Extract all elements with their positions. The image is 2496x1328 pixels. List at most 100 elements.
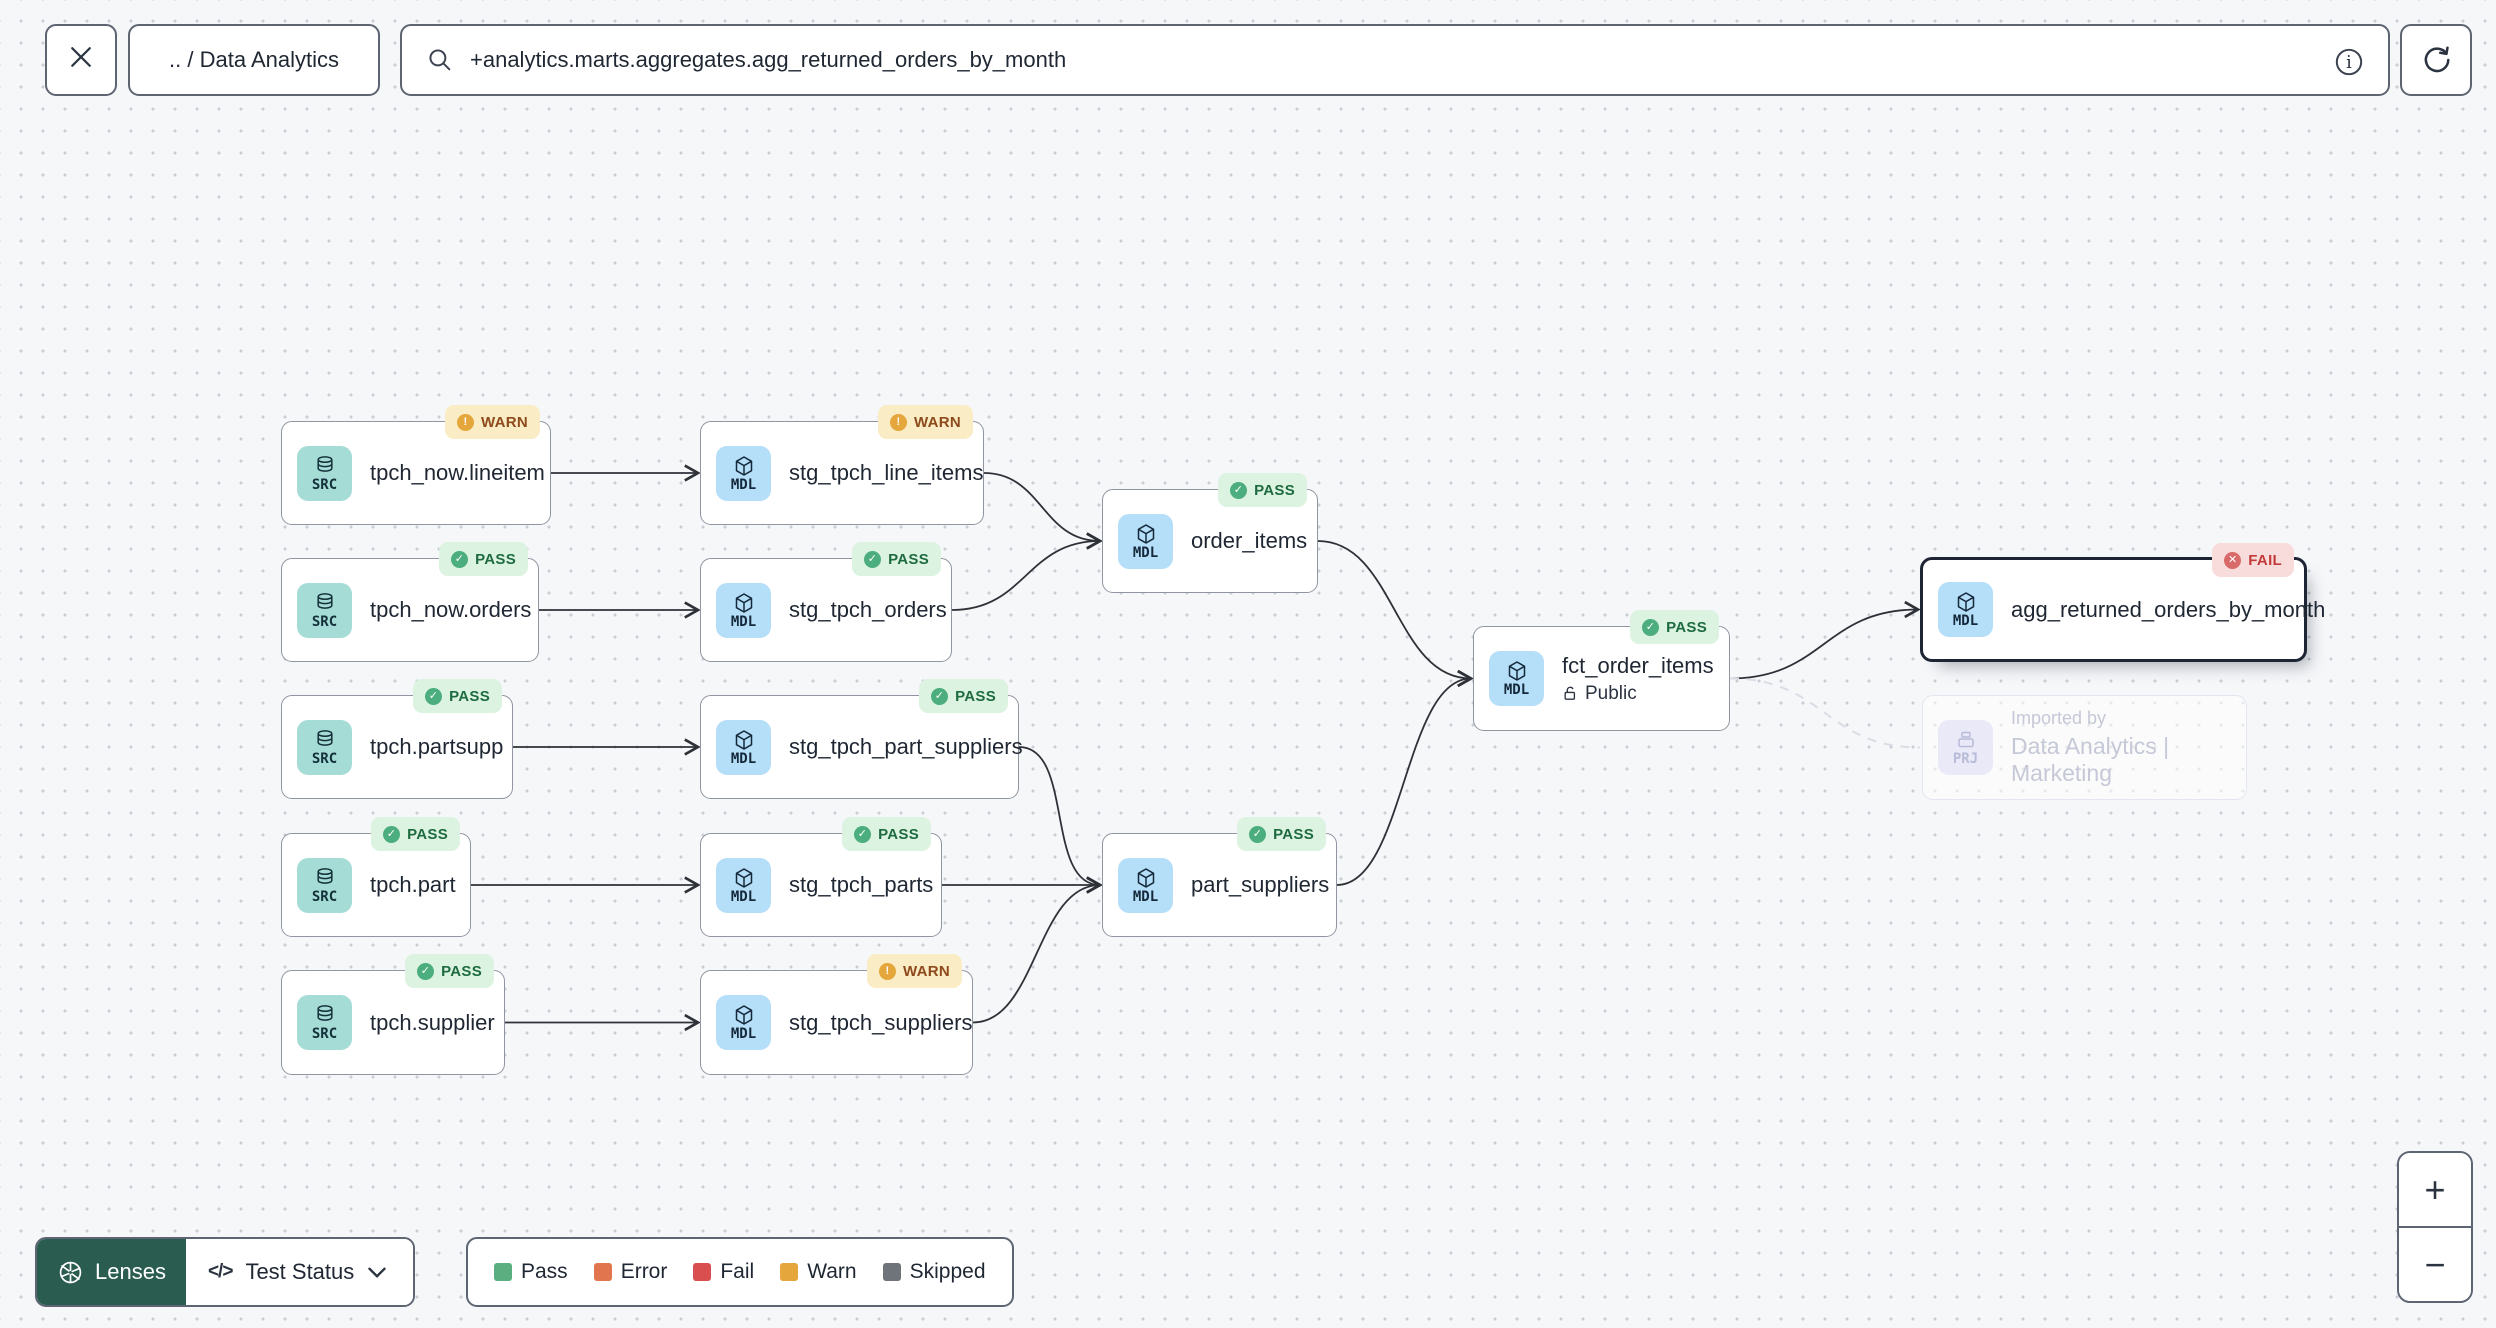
status-badge-fail: ✕FAIL <box>2212 543 2294 577</box>
info-icon[interactable]: i <box>2332 45 2366 85</box>
database-icon <box>313 454 337 478</box>
close-button[interactable] <box>45 24 117 96</box>
legend-item-fail: Fail <box>693 1260 754 1284</box>
refresh-button[interactable] <box>2400 24 2472 96</box>
breadcrumb-label: .. / Data Analytics <box>169 47 339 72</box>
node-sublabel: Data Analytics | Marketing <box>2011 733 2170 786</box>
legend-item-error: Error <box>593 1260 668 1284</box>
node-label: agg_returned_orders_by_month <box>2011 596 2326 622</box>
node-label: tpch_now.orders <box>370 597 532 622</box>
node-kind-label: MDL <box>730 888 757 905</box>
status-badge-label: WARN <box>902 962 950 980</box>
legend-label: Pass <box>521 1260 568 1283</box>
node-sublabel: Public <box>1562 683 1714 705</box>
legend-item-warn: Warn <box>780 1260 857 1284</box>
node-label: stg_tpch_orders <box>789 597 947 622</box>
node-kind-chip: SRC <box>297 719 352 775</box>
node-kind-label: PRJ <box>1952 751 1979 768</box>
legend-label: Error <box>620 1260 668 1283</box>
edge-fct_order_items-to-project_import <box>1729 677 1921 749</box>
database-icon <box>313 591 337 615</box>
check-circle-icon: ✓ <box>854 825 872 843</box>
status-badge-label: WARN <box>913 413 961 431</box>
legend-label: Fail <box>720 1260 755 1283</box>
edge-stg_tpch_part_suppliers-to-part_suppliers <box>1018 746 1103 894</box>
lenses-label: Lenses <box>95 1259 166 1284</box>
graph-node-tpch_now_lineitem[interactable]: SRC tpch_now.lineitem !WARN <box>281 405 551 525</box>
node-kind-chip: MDL <box>716 995 771 1050</box>
database-icon <box>313 1003 337 1027</box>
status-badge-label: PASS <box>407 825 448 843</box>
check-circle-icon: ✓ <box>1230 481 1248 499</box>
node-kind-chip: MDL <box>716 719 771 775</box>
node-kind-chip: SRC <box>297 995 352 1050</box>
edge-part_suppliers-to-fct_order_items <box>1336 669 1474 886</box>
lenses-button[interactable]: Lenses <box>37 1239 186 1305</box>
node-kind-label: SRC <box>311 476 338 493</box>
lock-open-icon <box>1562 685 1579 702</box>
node-kind-chip: MDL <box>716 857 771 913</box>
node-label: tpch_now.lineitem <box>370 460 545 485</box>
node-kind-label: MDL <box>1132 544 1159 561</box>
aperture-icon <box>57 1259 84 1286</box>
status-badge-warn: !WARN <box>444 405 540 439</box>
graph-node-stg_tpch_part_suppliers[interactable]: MDL stg_tpch_part_suppliers ✓PASS <box>700 679 1023 799</box>
node-kind-label: SRC <box>311 888 338 905</box>
status-badge-warn: ! WARN <box>877 405 973 439</box>
warning-circle-icon: ! <box>889 413 907 431</box>
node-label: stg_tpch_part_suppliers <box>789 734 1023 759</box>
cube-icon <box>732 728 756 752</box>
node-kind-label: MDL <box>1952 613 1979 630</box>
legend-swatch <box>882 1263 901 1281</box>
zoom-out-button[interactable]: − <box>2399 1228 2471 1301</box>
status-badge-pass: ✓PASS <box>919 679 1008 713</box>
legend-item-skipped: Skipped <box>882 1260 986 1284</box>
legend-label: Skipped <box>909 1260 986 1283</box>
cube-icon <box>1505 659 1529 683</box>
chevron-down-icon <box>367 1266 387 1279</box>
edge-stg_tpch_suppliers-to-part_suppliers <box>972 876 1103 1024</box>
status-badge-pass: ✓PASS <box>371 817 460 851</box>
refresh-icon <box>2420 44 2452 76</box>
legend-item-pass: Pass <box>494 1260 568 1284</box>
check-circle-icon: ✓ <box>931 687 949 705</box>
search-input[interactable] <box>470 47 2318 73</box>
briefcase-icon <box>1954 728 1978 752</box>
search-icon <box>426 46 454 74</box>
lens-controls: Lenses </> Test Status <box>35 1237 416 1307</box>
status-badge-pass: ✓PASS <box>439 542 528 576</box>
graph-node-tpch_supplier[interactable]: SRC tpch.supplier ✓PASS <box>281 954 505 1075</box>
status-badge-label: PASS <box>878 825 919 843</box>
zoom-in-button[interactable]: + <box>2399 1153 2471 1228</box>
node-label: stg_tpch_line_items <box>789 460 984 485</box>
check-circle-icon: ✓ <box>1642 618 1660 636</box>
edge-order_items-to-fct_order_items <box>1317 540 1474 688</box>
legend-swatch <box>780 1263 799 1281</box>
node-label: fct_order_items <box>1562 652 1714 678</box>
node-label: tpch.partsupp <box>370 734 504 759</box>
status-badge-label: PASS <box>1666 618 1707 636</box>
legend-swatch <box>593 1263 612 1281</box>
test-status-legend: Pass Error Fail Warn Skipped <box>466 1237 1014 1307</box>
node-kind-chip: PRJ <box>1938 720 1993 775</box>
node-label: tpch.supplier <box>370 1009 495 1035</box>
graph-node-agg_returned_orders_by_month[interactable]: MDL agg_returned_orders_by_month ✕FAIL <box>1920 543 2325 662</box>
cube-icon <box>1954 590 1978 614</box>
lens-select[interactable]: </> Test Status <box>185 1239 414 1305</box>
breadcrumb[interactable]: .. / Data Analytics <box>128 24 380 96</box>
status-badge-pass: ✓PASS <box>405 954 494 988</box>
node-kind-chip: MDL <box>1118 857 1173 913</box>
